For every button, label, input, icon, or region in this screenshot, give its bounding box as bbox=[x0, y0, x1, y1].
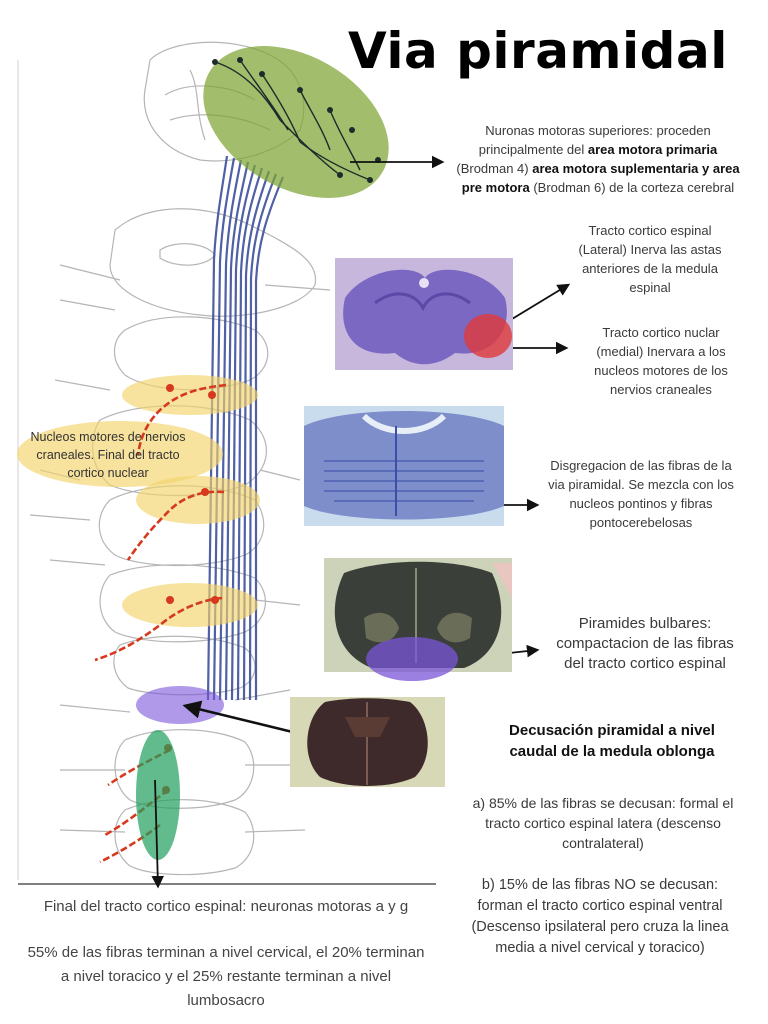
decussation-b-text: b) 15% de las fibras NO se decusan: form… bbox=[471, 877, 729, 956]
disgregation-label: Disgregacion de las fibras de la via pir… bbox=[548, 458, 734, 530]
cranial-nuclei-label: Nucleos motores de nervios craneales. Fi… bbox=[30, 430, 186, 480]
page-title: Via piramidal bbox=[348, 22, 728, 80]
decussation-a-text: a) 85% de las fibras se decusan: formal … bbox=[472, 795, 734, 851]
decussation-title: Decusación piramidal a nivel caudal de l… bbox=[509, 722, 715, 760]
decussation-section-image bbox=[290, 697, 445, 787]
footer-line-2: 55% de las fibras terminan a nivel cervi… bbox=[27, 944, 425, 1009]
nuclear-tract-label: Tracto cortico nuclar (medial) Inervara … bbox=[594, 325, 728, 397]
footer-line-1: Final del tracto cortico espinal: neuron… bbox=[43, 898, 409, 915]
medulla-section-image bbox=[324, 558, 512, 672]
pyramid-highlight bbox=[366, 637, 458, 681]
lateral-tract-label: Tracto cortico espinal (Lateral) Inerva … bbox=[578, 223, 722, 295]
pons-section-image bbox=[304, 406, 504, 526]
pyramids-label: Piramides bulbares: compactacion de las … bbox=[556, 615, 734, 672]
upper-neurons-label: Nuronas motoras superiores: proceden pri… bbox=[456, 123, 740, 195]
midbrain-section-image bbox=[335, 258, 513, 370]
